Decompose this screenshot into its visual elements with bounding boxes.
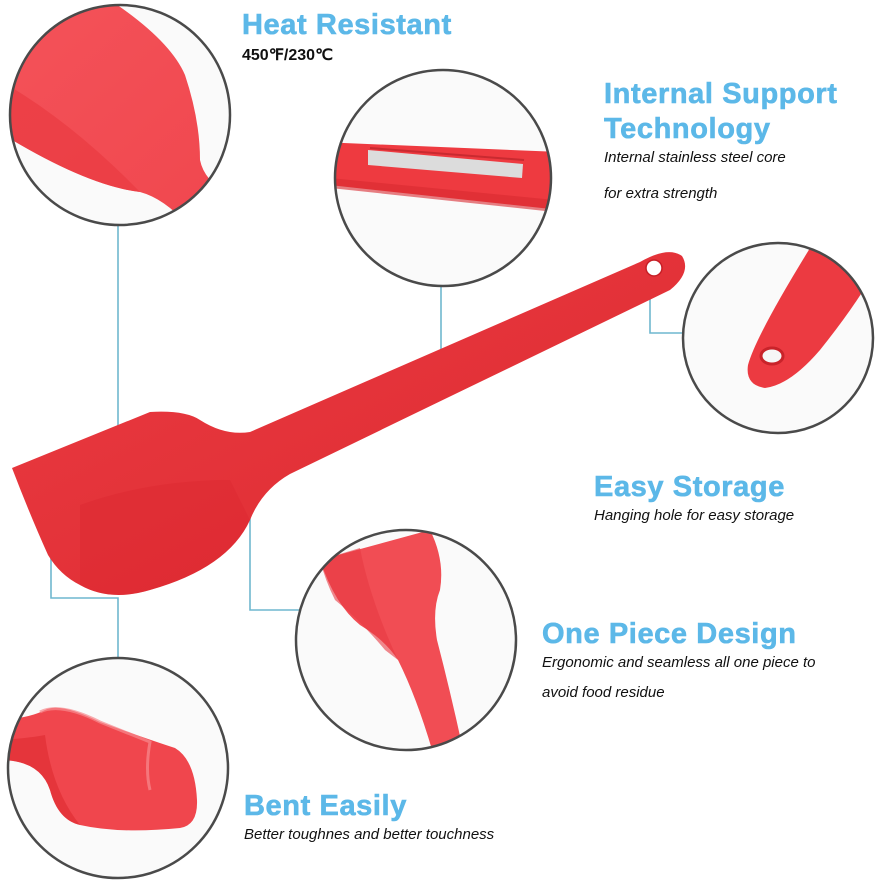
internal-support-detail-line2: for extra strength (604, 185, 718, 202)
circle-internal-core (333, 68, 553, 288)
one-piece-title: One Piece Design (542, 618, 797, 651)
easy-storage-detail: Hanging hole for easy storage (594, 507, 795, 524)
circle-one-piece (294, 528, 518, 752)
circle-bent-easily (6, 656, 230, 880)
internal-support-title-line2: Technology (604, 113, 771, 146)
one-piece-detail-line2: avoid food residue (542, 684, 665, 701)
one-piece-detail-line1: Ergonomic and seamless all one piece to (542, 654, 816, 671)
circle-heat-resistant (8, 3, 232, 227)
internal-support-title-line1: Internal Support (604, 78, 838, 111)
bent-easily-detail: Better toughnes and better touchness (244, 826, 495, 843)
internal-support-detail-line1: Internal stainless steel core (604, 149, 786, 166)
heat-resistant-temperature: 450℉/230℃ (242, 47, 334, 64)
main-spatula-image (12, 252, 686, 595)
heat-resistant-title: Heat Resistant (242, 9, 452, 42)
easy-storage-title: Easy Storage (594, 471, 785, 504)
bent-easily-title: Bent Easily (244, 790, 407, 823)
circle-hanging-hole (681, 241, 875, 435)
